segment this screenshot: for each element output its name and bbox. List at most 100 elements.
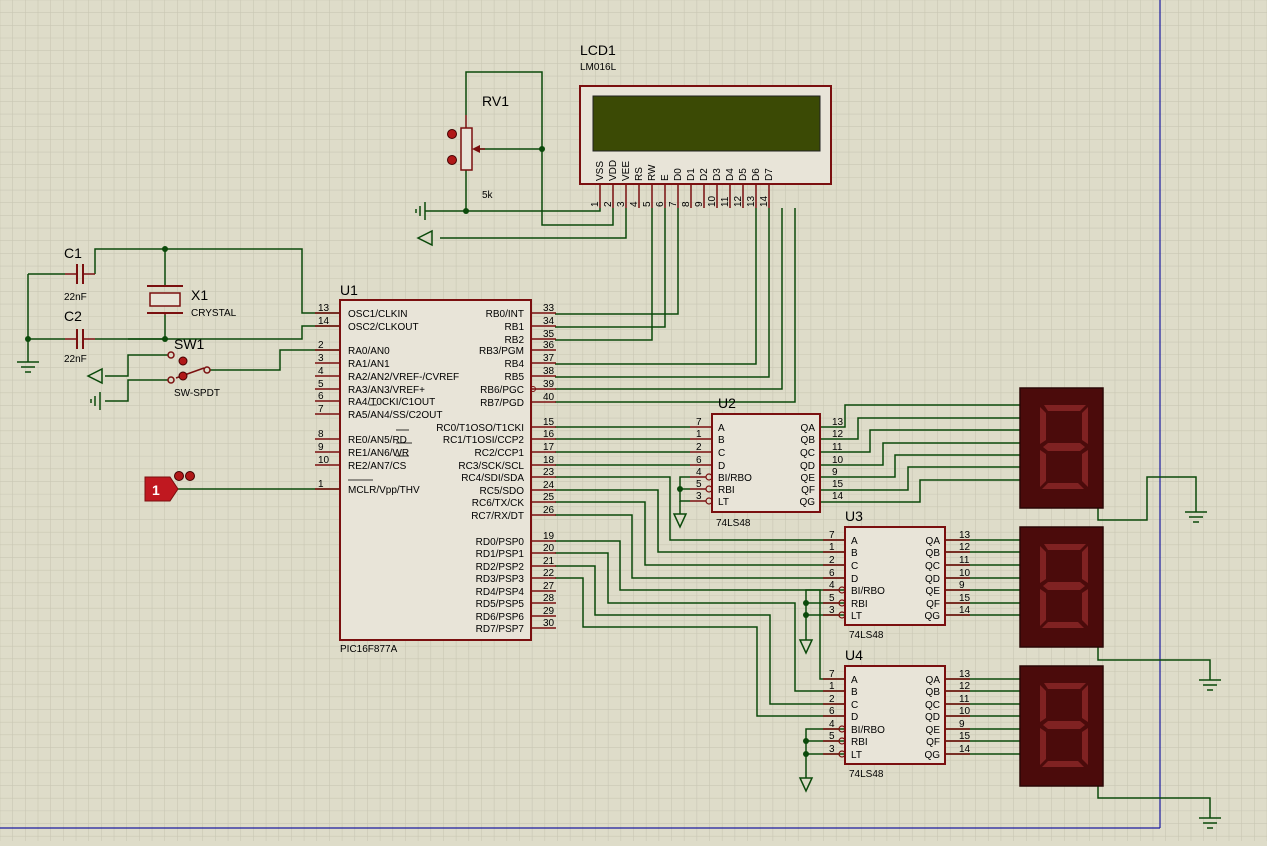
decoder-pin-number: 9 [959, 719, 965, 730]
lcd-module[interactable]: LCD1 LM016L VSS1VDD2VEE3RS4RW5E6D07D18D2… [579, 42, 832, 208]
u1-pin-name: RB5 [505, 372, 525, 383]
decoder-pin-name: B [851, 548, 858, 559]
u1-pin-number: 27 [543, 581, 555, 592]
decoder-pin-name: LT [851, 611, 862, 622]
c2-value: 22nF [64, 354, 87, 365]
u1-pin-name: RD0/PSP0 [476, 537, 525, 548]
decoder-u4[interactable]: U474LS487A1B2C6D4BI/RBO5RBI3LT13QA12QB11… [823, 647, 971, 780]
potentiometer-rv1[interactable]: RV1 5k [447, 93, 510, 201]
probe-icon [447, 129, 457, 139]
u1-pin-name: RE2/AN7/CS [348, 461, 407, 472]
x1-ref: X1 [191, 287, 208, 303]
u1-pin-number: 16 [543, 429, 555, 440]
u1-pin-name: RD3/PSP3 [476, 574, 525, 585]
decoder-pin-number: 12 [959, 542, 971, 553]
seven-segment-display[interactable] [1019, 387, 1104, 509]
microcontroller-u1[interactable]: U1 PIC16F877A 13OSC1/CLKIN14OSC2/CLKOUT2… [315, 282, 556, 655]
decoder-pin-number: 1 [696, 429, 702, 440]
decoder-pin-name: C [851, 700, 858, 711]
u1-pin-number: 6 [318, 391, 324, 402]
u1-pin-name: RC1/T1OSI/CCP2 [443, 435, 525, 446]
switch-sw1[interactable]: SW1 SW-SPDT [167, 336, 220, 399]
lcd-pin-name: D4 [725, 168, 736, 181]
u1-pin-name: RC4/SDI/SDA [461, 473, 524, 484]
decoder-pin-name: D [851, 712, 858, 723]
u1-pin-number: 25 [543, 492, 555, 503]
rv1-ref: RV1 [482, 93, 509, 109]
wires [27, 71, 1211, 818]
u1-pin-number: 13 [318, 303, 330, 314]
u1-pin-name: RB6/PGC [480, 385, 524, 396]
ground-icon [672, 513, 688, 529]
decoder-pin-name: A [851, 675, 858, 686]
lcd-pin-name: D6 [751, 168, 762, 181]
seven-segment-display[interactable] [1019, 526, 1104, 648]
lcd-pin-name: VSS [595, 161, 606, 181]
u1-pin-name: RA0/AN0 [348, 346, 390, 357]
seven-segment-display[interactable] [1019, 665, 1104, 787]
x1-part: CRYSTAL [191, 308, 237, 319]
decoder-u3[interactable]: U374LS487A1B2C6D4BI/RBO5RBI3LT13QA12QB11… [823, 508, 971, 641]
decoder-pin-name: B [851, 687, 858, 698]
u1-pin-name: RA5/AN4/SS/C2OUT [348, 410, 442, 421]
lcd-pin-number: 14 [759, 195, 770, 207]
decoder-pin-name: QA [801, 423, 816, 434]
u1-pin-number: 3 [318, 353, 324, 364]
u1-part: PIC16F877A [340, 644, 398, 655]
decoder-pin-number: 14 [959, 605, 971, 616]
power-symbols [17, 202, 1221, 829]
decoder-pin-name: QE [801, 473, 816, 484]
u1-pin-number: 8 [318, 429, 324, 440]
u1-pin-number: 28 [543, 593, 555, 604]
crystal-x1[interactable]: X1 CRYSTAL [147, 285, 237, 319]
ground-icon [17, 361, 39, 373]
lcd-pins: VSS1VDD2VEE3RS4RW5E6D07D18D29D310D411D51… [590, 160, 775, 208]
decoder-pin-number: 6 [829, 568, 835, 579]
decoder-pin-name: QD [925, 712, 940, 723]
decoder-pin-number: 5 [696, 479, 702, 490]
capacitor-c1[interactable]: C1 22nF [64, 245, 95, 303]
logic-terminal[interactable]: 1 [144, 471, 195, 502]
u1-pin-name: RA4/T0CKI/C1OUT [348, 397, 435, 408]
u1-pin-number: 22 [543, 568, 555, 579]
decoder-pin-number: 9 [959, 580, 965, 591]
u1-pin-number: 33 [543, 303, 555, 314]
lcd-pin-number: 11 [720, 196, 731, 207]
lcd-pin-number: 4 [629, 201, 640, 207]
seven-segment-displays [1019, 387, 1104, 787]
decoder-pin-name: QG [799, 497, 815, 508]
lcd-pin-number: 12 [733, 195, 744, 207]
sw1-part: SW-SPDT [174, 388, 220, 399]
decoder-u2[interactable]: U274LS487A1B2C6D4BI/RBO5RBI3LT13QA12QB11… [690, 395, 844, 529]
lcd-pin-name: D7 [764, 168, 775, 181]
lcd-pin-name: E [660, 174, 671, 181]
lcd-pin-name: D1 [686, 168, 697, 181]
lcd-pin-number: 7 [668, 201, 679, 207]
decoder-pin-number: 7 [829, 669, 835, 680]
u1-pin-name: RB1 [505, 322, 525, 333]
u1-pin-number: 7 [318, 404, 324, 415]
decoder-pin-name: QA [926, 675, 941, 686]
lcd-pin-name: VDD [608, 160, 619, 181]
u1-pin-name: RB2 [505, 335, 525, 346]
decoder-pin-number: 14 [959, 744, 971, 755]
u1-pin-number: 35 [543, 329, 555, 340]
decoder-pin-number: 4 [696, 467, 702, 478]
u1-pin-name: RD1/PSP1 [476, 549, 525, 560]
decoder-pin-name: QF [926, 737, 940, 748]
u1-pin-name: MCLR/Vpp/THV [348, 485, 420, 496]
u1-pin-name: RC6/TX/CK [472, 498, 525, 509]
lcd-pin-name: D2 [699, 168, 710, 181]
decoder-part: 74LS48 [716, 518, 751, 529]
u1-pin-number: 24 [543, 480, 555, 491]
u1-pin-number: 2 [318, 340, 324, 351]
capacitor-c2[interactable]: C2 22nF [64, 308, 95, 365]
decoder-pin-name: QC [925, 700, 940, 711]
u1-pin-name: RE1/AN6/WR [348, 448, 409, 459]
decoder-pin-number: 13 [959, 530, 971, 541]
c1-ref: C1 [64, 245, 82, 261]
decoder-pin-number: 15 [959, 593, 971, 604]
decoder-pin-name: QG [924, 611, 940, 622]
